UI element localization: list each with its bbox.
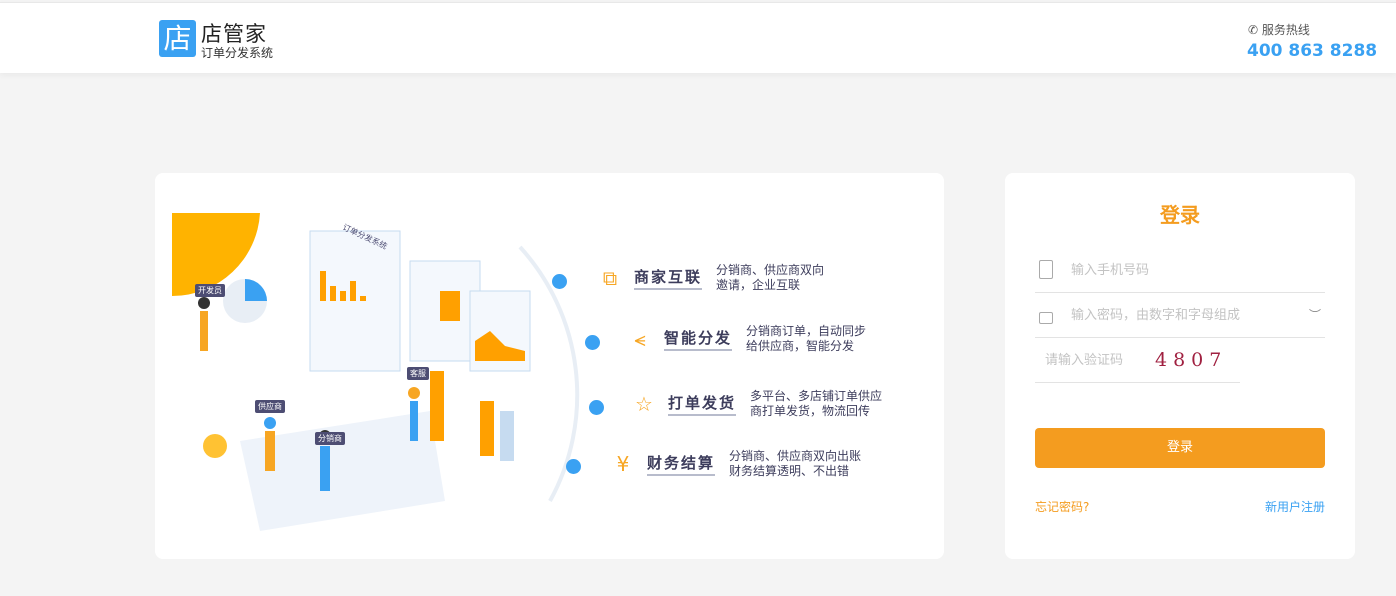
lock-icon	[1039, 312, 1053, 324]
phone-icon: ✆	[1248, 23, 1262, 37]
tag-supplier: 供应商	[255, 400, 285, 413]
phone-icon	[1039, 260, 1053, 279]
captcha-image[interactable]: 4807	[1155, 349, 1228, 371]
register-link[interactable]: 新用户注册	[1264, 500, 1325, 514]
login-title: 登录	[1160, 203, 1200, 227]
brand-name: 店管家	[201, 22, 267, 46]
forgot-password-link[interactable]: 忘记密码?	[1035, 500, 1090, 514]
hotline-label: ✆ 服务热线	[1248, 23, 1310, 37]
share-icon: ⪪	[634, 327, 646, 351]
timeline-dot	[589, 400, 604, 415]
timeline-dot	[552, 274, 567, 289]
hotline-number: 400 863 8288	[1247, 41, 1378, 61]
feature-smart-dispatch: ⪪智能分发 分销商订单，自动同步给供应商，智能分发	[626, 324, 916, 354]
login-button[interactable]: 登录	[1035, 428, 1325, 468]
intro-card: 订单分发系统 开发员 供应商 分销商 客服 ⧉商家互联 分销商、供应商双向邀请，…	[155, 173, 944, 559]
tag-developer: 开发员	[195, 284, 225, 297]
feature-print-ship: ☆打单发货 多平台、多店铺订单供应商打单发货，物流回传	[630, 389, 920, 419]
header: 店 店管家 订单分发系统 ✆ 服务热线 400 863 8288	[0, 2, 1396, 73]
link-icon: ⧉	[602, 266, 618, 290]
tag-service: 客服	[407, 367, 429, 380]
timeline-dot	[566, 459, 581, 474]
brand-subtitle: 订单分发系统	[201, 46, 274, 60]
illustration: 订单分发系统	[172, 213, 580, 531]
yen-icon: ¥	[616, 452, 630, 476]
feature-merchant-link: ⧉商家互联 分销商、供应商双向邀请，企业互联	[596, 263, 886, 293]
star-icon: ☆	[635, 392, 653, 416]
logo-icon: 店	[159, 20, 196, 57]
feature-finance: ¥财务结算 分销商、供应商双向出账财务结算透明、不出错	[609, 449, 899, 479]
phone-input[interactable]: 输入手机号码	[1035, 248, 1325, 293]
login-card: 登录 输入手机号码 输入密码，由数字和字母组成 ︶ 请输入验证码 4807 登录…	[1005, 173, 1355, 559]
password-input[interactable]: 输入密码，由数字和字母组成 ︶	[1035, 293, 1325, 338]
timeline-dot	[585, 335, 600, 350]
captcha-input[interactable]: 请输入验证码 4807	[1035, 338, 1240, 383]
tag-distributor: 分销商	[315, 432, 345, 445]
eye-closed-icon[interactable]: ︶	[1308, 308, 1321, 322]
